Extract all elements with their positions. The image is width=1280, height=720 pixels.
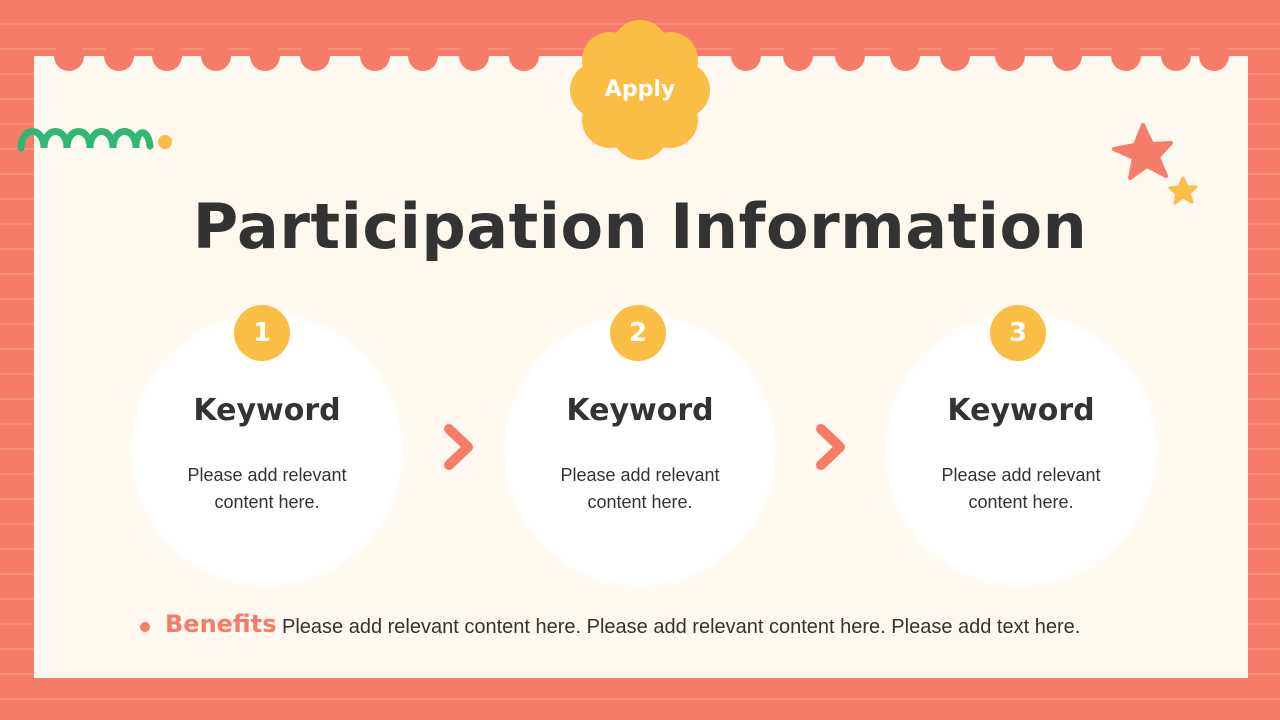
step-description-line: content here. (214, 492, 320, 512)
scallop (459, 41, 489, 71)
scallop (54, 41, 84, 71)
page-title: Participation Information (192, 190, 1088, 263)
scallop (890, 41, 920, 71)
scallop (1161, 41, 1191, 71)
step-description-line: Please add relevant (187, 465, 347, 485)
bullet-dot-icon (140, 622, 150, 632)
step-description-line: content here. (587, 492, 693, 512)
chevron-right-icon (444, 424, 473, 470)
step-description: Please add relevant content here. (911, 462, 1131, 516)
scallop (300, 41, 330, 71)
step-keyword: Keyword (193, 393, 341, 428)
scallop (1111, 41, 1141, 71)
scallop (783, 41, 813, 71)
step-number-badge: 3 (990, 305, 1046, 361)
benefits-label: Benefits (165, 610, 277, 638)
step-number-badge: 1 (234, 305, 290, 361)
benefits-text: Please add relevant content here. Please… (282, 616, 1081, 638)
scallop (152, 41, 182, 71)
scallop (250, 41, 280, 71)
flower-shape-icon (570, 20, 710, 160)
step-description: Please add relevant content here. (530, 462, 750, 516)
scallop (835, 41, 865, 71)
chevron-right-icon (816, 424, 845, 470)
apply-badge[interactable]: Apply (570, 20, 710, 160)
step-number-badge: 2 (610, 305, 666, 361)
scallop (1052, 41, 1082, 71)
step-keyword: Keyword (947, 393, 1095, 428)
step-keyword: Keyword (566, 393, 714, 428)
scallop (408, 41, 438, 71)
apply-label: Apply (604, 76, 676, 102)
dot-icon (158, 135, 172, 149)
step-description-line: Please add relevant (941, 465, 1101, 485)
scallop (509, 41, 539, 71)
step-description: Please add relevant content here. (157, 462, 377, 516)
star-icon (1112, 123, 1198, 205)
squiggle-decoration (17, 128, 172, 152)
scallop (995, 41, 1025, 71)
scallop (360, 41, 390, 71)
scallop (104, 41, 134, 71)
step-description-line: content here. (968, 492, 1074, 512)
scallop (940, 41, 970, 71)
scallop (731, 41, 761, 71)
step-description-line: Please add relevant (560, 465, 720, 485)
scallop (1199, 41, 1229, 71)
scallop (201, 41, 231, 71)
